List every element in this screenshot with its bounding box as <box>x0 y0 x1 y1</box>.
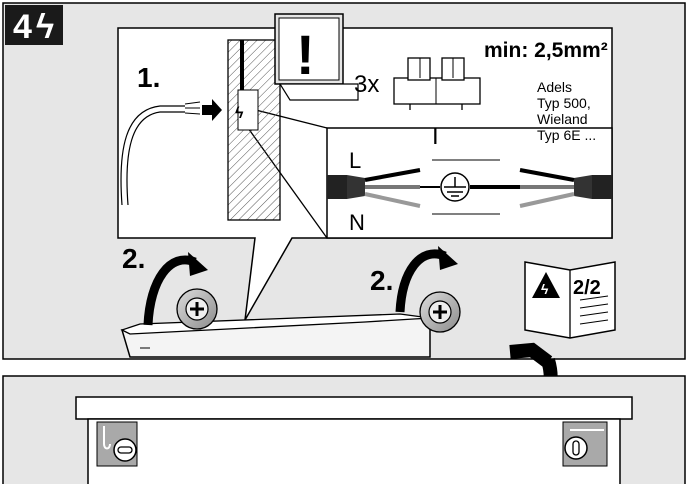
connector-type-3: Wieland <box>537 111 588 127</box>
exclamation-icon: ! <box>296 23 315 86</box>
cable-illustration <box>120 101 201 206</box>
bracket-right-icon <box>562 421 608 467</box>
quantity-label: 3x <box>354 71 379 98</box>
wall-section: ϟ <box>227 39 281 221</box>
step2-left-label: 2. <box>122 243 145 274</box>
terminal-block-icon <box>393 57 481 110</box>
ledge <box>278 83 359 101</box>
manual-book-icon: ϟ 2/2 <box>524 261 616 339</box>
screw-left-icon <box>176 288 218 330</box>
marker-I: I <box>432 123 439 150</box>
rotate-arrow-right-icon <box>395 246 458 313</box>
step1-label: 1. <box>137 62 160 93</box>
manual-page-ref: 2/2 <box>573 277 601 299</box>
rotate-arrow-left-icon <box>143 252 208 326</box>
connector-type-1: Adels <box>537 79 572 95</box>
step-badge: 4 ϟ <box>5 5 63 46</box>
lightning-icon: ϟ <box>36 8 54 46</box>
wire-label-N: N <box>349 210 365 235</box>
live-symbol-icon: ϟ <box>235 105 244 122</box>
appliance-top-view <box>75 396 633 484</box>
book-lightning-icon: ϟ <box>541 281 549 297</box>
screw-right-icon <box>419 291 461 333</box>
arrow-right-icon <box>202 99 222 121</box>
step2-right-label: 2. <box>370 265 393 296</box>
wiring-detail: L N <box>327 148 612 235</box>
bracket-left-icon <box>96 421 138 467</box>
connector-type-4: Typ 6E ... <box>537 127 596 143</box>
wire-label-L: L <box>349 148 361 173</box>
step-number: 4 <box>13 8 32 46</box>
min-cross-section: min: 2,5mm² <box>484 39 608 62</box>
connector-types: Adels Typ 500, Wieland Typ 6E ... <box>537 79 596 143</box>
connector-type-2: Typ 500, <box>537 95 591 111</box>
warning-box: ! <box>274 13 344 86</box>
